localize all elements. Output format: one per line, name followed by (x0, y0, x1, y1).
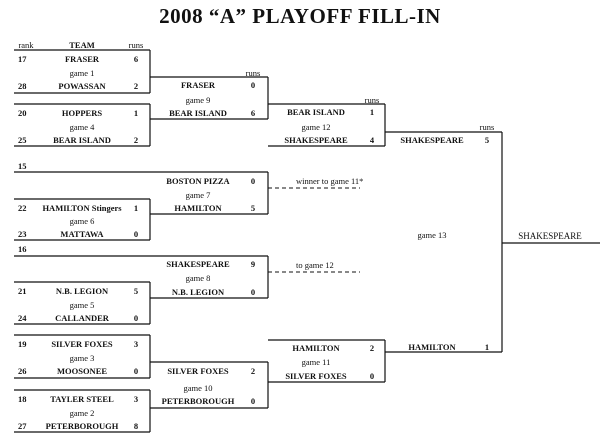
team-cell: HAMILTON (174, 203, 222, 213)
team-cell: PETERBOROUGH (45, 421, 119, 431)
team-cell: SILVER FOXES (285, 371, 347, 381)
score-cell: 5 (250, 203, 256, 213)
team-cell: TAYLER STEEL (50, 394, 114, 404)
rank-cell: 23 (18, 229, 27, 239)
rank-cell: 24 (18, 313, 27, 323)
rank-cell: 25 (18, 135, 27, 145)
team-cell: BEAR ISLAND (53, 135, 111, 145)
rank-cell: 21 (18, 286, 27, 296)
team-cell: PETERBOROUGH (161, 396, 235, 406)
score-cell: 2 (369, 343, 375, 353)
team-cell: CALLANDER (55, 313, 109, 323)
page-title: 2008 “A” PLAYOFF FILL-IN (159, 4, 441, 28)
game-label: game 13 (417, 230, 447, 240)
score-cell: 9 (250, 259, 256, 269)
score-cell: 1 (133, 108, 139, 118)
score-cell: 5 (133, 286, 139, 296)
team-cell: HAMILTON (292, 343, 340, 353)
score-cell: 2 (250, 366, 256, 376)
score-cell: 1 (369, 107, 375, 117)
team-cell: FRASER (180, 80, 216, 90)
score-cell: 1 (133, 203, 139, 213)
game-label: game 7 (185, 190, 211, 200)
score-cell: 0 (133, 313, 139, 323)
score-cell: 5 (484, 135, 490, 145)
team-cell: N.B. LEGION (171, 287, 225, 297)
game-label: game 6 (69, 216, 95, 226)
rank-cell: 17 (18, 54, 27, 64)
game-label: game 1 (69, 68, 95, 78)
game-label: game 3 (69, 353, 95, 363)
team-cell: SILVER FOXES (51, 339, 113, 349)
score-cell: 6 (250, 108, 256, 118)
rank-cell: 28 (18, 81, 27, 91)
team-cell: SILVER FOXES (167, 366, 229, 376)
game-label: game 4 (69, 122, 95, 132)
rank-cell: 15 (18, 161, 27, 171)
team-cell: MOOSONEE (56, 366, 108, 376)
team-cell: MATTAWA (60, 229, 104, 239)
game-label: game 9 (185, 95, 211, 105)
score-cell: 0 (133, 366, 139, 376)
rank-cell: 18 (18, 394, 27, 404)
team-header: TEAM (69, 40, 95, 50)
rank-cell: 16 (18, 244, 27, 254)
score-cell: 2 (133, 81, 139, 91)
rank-cell: 22 (18, 203, 27, 213)
team-cell: FRASER (64, 54, 100, 64)
team-cell: HAMILTON (408, 342, 456, 352)
game-label: game 2 (69, 408, 95, 418)
score-cell: 3 (133, 339, 139, 349)
score-cell: 4 (369, 135, 375, 145)
score-cell: 3 (133, 394, 139, 404)
bracket-note: winner to game 11* (296, 176, 364, 186)
rank-cell: 27 (18, 421, 27, 431)
score-cell: 0 (250, 396, 256, 406)
runs-header: runs (364, 95, 380, 105)
team-cell: BOSTON PIZZA (166, 176, 230, 186)
team-cell: SHAKESPEARE (166, 259, 230, 269)
team-cell: HAMILTON Stingers (42, 203, 122, 213)
runs-header: runs (245, 68, 261, 78)
team-cell: N.B. LEGION (55, 286, 109, 296)
team-cell: SHAKESPEARE (400, 135, 464, 145)
game-label: game 5 (69, 300, 95, 310)
team-cell: BEAR ISLAND (169, 108, 227, 118)
score-cell: 0 (369, 371, 375, 381)
score-cell: 1 (484, 342, 490, 352)
rank-header: rank (18, 40, 34, 50)
team-cell: SHAKESPEARE (284, 135, 348, 145)
score-cell: 0 (250, 80, 256, 90)
game-label: game 8 (185, 273, 211, 283)
score-cell: 0 (250, 176, 256, 186)
score-cell: 0 (133, 229, 139, 239)
bracket-note: to game 12 (296, 260, 334, 270)
game-label: game 10 (183, 383, 213, 393)
score-cell: 8 (133, 421, 139, 431)
rank-cell: 26 (18, 366, 27, 376)
score-cell: 2 (133, 135, 139, 145)
score-cell: 6 (133, 54, 139, 64)
runs-header: runs (128, 40, 144, 50)
score-cell: 0 (250, 287, 256, 297)
runs-header: runs (479, 122, 495, 132)
game-label: game 12 (301, 122, 331, 132)
rank-cell: 19 (18, 339, 27, 349)
rank-cell: 20 (18, 108, 27, 118)
champion: SHAKESPEARE (518, 231, 582, 241)
game-label: game 11 (301, 357, 331, 367)
team-cell: HOPPERS (61, 108, 103, 118)
team-cell: BEAR ISLAND (287, 107, 345, 117)
team-cell: POWASSAN (58, 81, 106, 91)
